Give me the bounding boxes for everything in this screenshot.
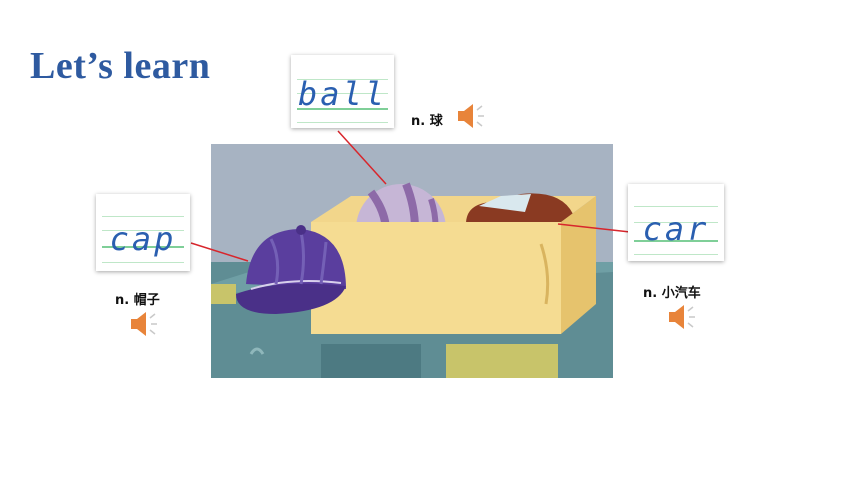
- speaker-icon[interactable]: [128, 309, 158, 339]
- word-text: cap: [109, 220, 177, 258]
- meaning-label-car: n. 小汽车: [643, 286, 701, 301]
- page-title: Let’s learn: [30, 45, 211, 87]
- meaning-label-ball: n. 球: [411, 114, 443, 129]
- speaker-icon[interactable]: [455, 101, 485, 131]
- speaker-icon[interactable]: [666, 302, 696, 332]
- word-text: car: [642, 210, 710, 248]
- word-card-ball[interactable]: ball: [291, 55, 394, 128]
- word-text: ball: [297, 75, 388, 113]
- toy-box-illustration: [211, 144, 613, 378]
- meaning-label-cap: n. 帽子: [115, 293, 160, 308]
- word-card-car[interactable]: car: [628, 184, 724, 261]
- word-card-cap[interactable]: cap: [96, 194, 190, 271]
